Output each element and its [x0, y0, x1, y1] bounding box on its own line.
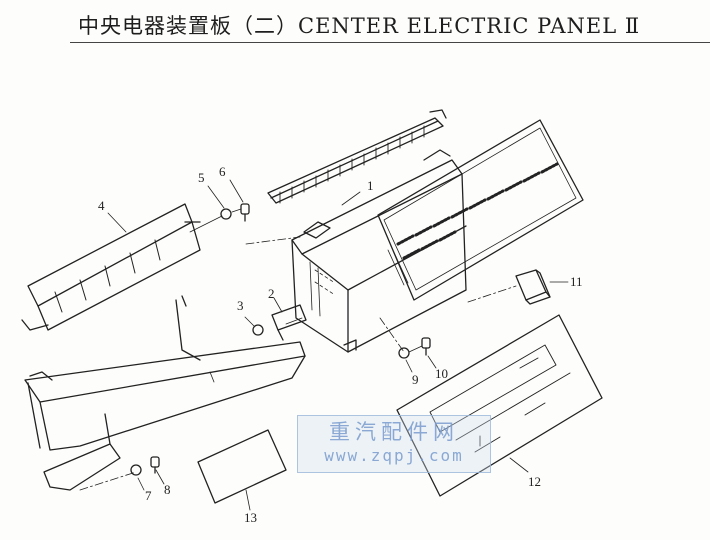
- part-1-electric-panel-box: [291, 149, 467, 353]
- support-bracket: [24, 295, 306, 491]
- fuse-cover-plate: [377, 119, 584, 301]
- part-2-clip: [271, 304, 307, 341]
- part-11-relay: [515, 269, 551, 305]
- part-13-label: [197, 429, 287, 504]
- part-5-nut: [220, 208, 232, 220]
- callout-3: 3: [237, 298, 244, 313]
- watermark-name: 重汽配件网: [329, 420, 459, 444]
- part-9-nut: [398, 347, 410, 359]
- callout-6: 6: [219, 164, 226, 179]
- callout-11: 11: [570, 274, 583, 289]
- leader-lines: [79, 179, 569, 511]
- callout-7: 7: [145, 488, 152, 503]
- title-rule: [70, 42, 710, 43]
- part-12-label-plate: [396, 314, 603, 497]
- part-4-wire-guide: [21, 203, 201, 331]
- watermark-badge: 重汽配件网 www.zqpj.com: [297, 415, 491, 473]
- part-8-screw: [150, 456, 160, 474]
- callout-9: 9: [412, 372, 419, 387]
- harness-strip: [267, 109, 447, 204]
- callout-8: 8: [164, 482, 171, 497]
- page-title: 中央电器装置板（二）CENTER ELECTRIC PANEL Ⅱ: [78, 14, 641, 38]
- callout-13: 13: [244, 510, 257, 525]
- callout-10: 10: [435, 366, 448, 381]
- watermark-url: www.zqpj.com: [324, 446, 464, 465]
- callout-5: 5: [198, 170, 205, 185]
- callout-1: 1: [367, 178, 374, 193]
- callout-2: 2: [268, 286, 275, 301]
- part-10-bolt: [421, 337, 431, 356]
- part-3-nut: [252, 324, 264, 336]
- part-7-washer: [130, 464, 142, 476]
- callout-12: 12: [528, 474, 541, 489]
- part-6-bolt: [240, 203, 250, 222]
- callout-4: 4: [98, 198, 105, 213]
